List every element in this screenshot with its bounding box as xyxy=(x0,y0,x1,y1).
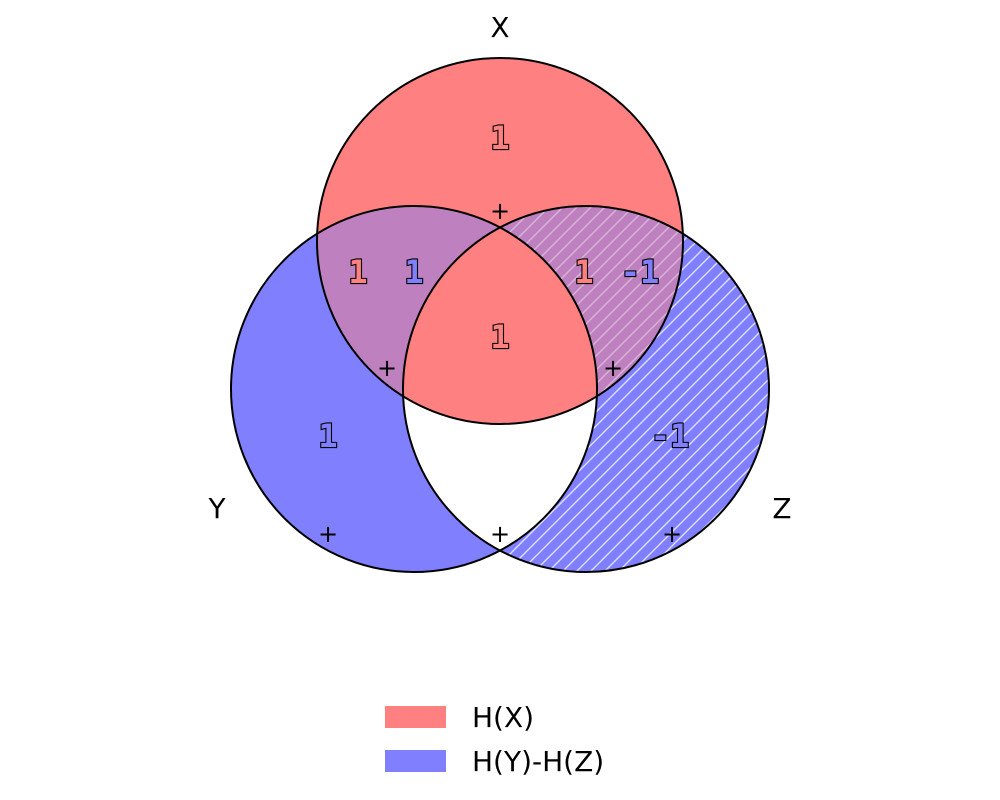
plus-marker-xz: + xyxy=(603,354,623,382)
legend-label-hx: H(X) xyxy=(472,700,535,734)
plus-marker-y: + xyxy=(318,520,338,548)
circle-y-outline xyxy=(230,205,598,573)
value-xy-x: 1 xyxy=(348,253,367,291)
plus-marker-xy: + xyxy=(377,354,397,382)
value-xz-x: 1 xyxy=(574,253,593,291)
value-xz-yz: -1 xyxy=(621,253,660,291)
legend-label-hy-hz: H(Y)-H(Z) xyxy=(472,744,605,778)
legend: H(X) H(Y)-H(Z) xyxy=(385,695,604,783)
set-label-z: Z xyxy=(772,492,791,525)
value-xy-yz: 1 xyxy=(404,253,423,291)
value-y-only: 1 xyxy=(318,417,337,455)
value-xyz: 1 xyxy=(490,318,509,356)
plus-marker-yz: + xyxy=(490,520,510,548)
set-label-x: X xyxy=(490,11,509,44)
legend-swatch-hx xyxy=(385,706,446,728)
legend-swatch-hy-hz xyxy=(385,750,446,772)
plus-marker-x: + xyxy=(490,197,510,225)
value-x-only: 1 xyxy=(490,119,509,157)
legend-item-hx: H(X) xyxy=(385,695,604,739)
circle-x-outline xyxy=(316,57,684,425)
set-label-y: Y xyxy=(207,492,226,525)
plus-marker-z: + xyxy=(662,520,682,548)
region-xyz xyxy=(403,206,597,424)
legend-item-hy-hz: H(Y)-H(Z) xyxy=(385,739,604,783)
value-z-only: -1 xyxy=(651,417,690,455)
circle-z-outline xyxy=(402,205,770,573)
